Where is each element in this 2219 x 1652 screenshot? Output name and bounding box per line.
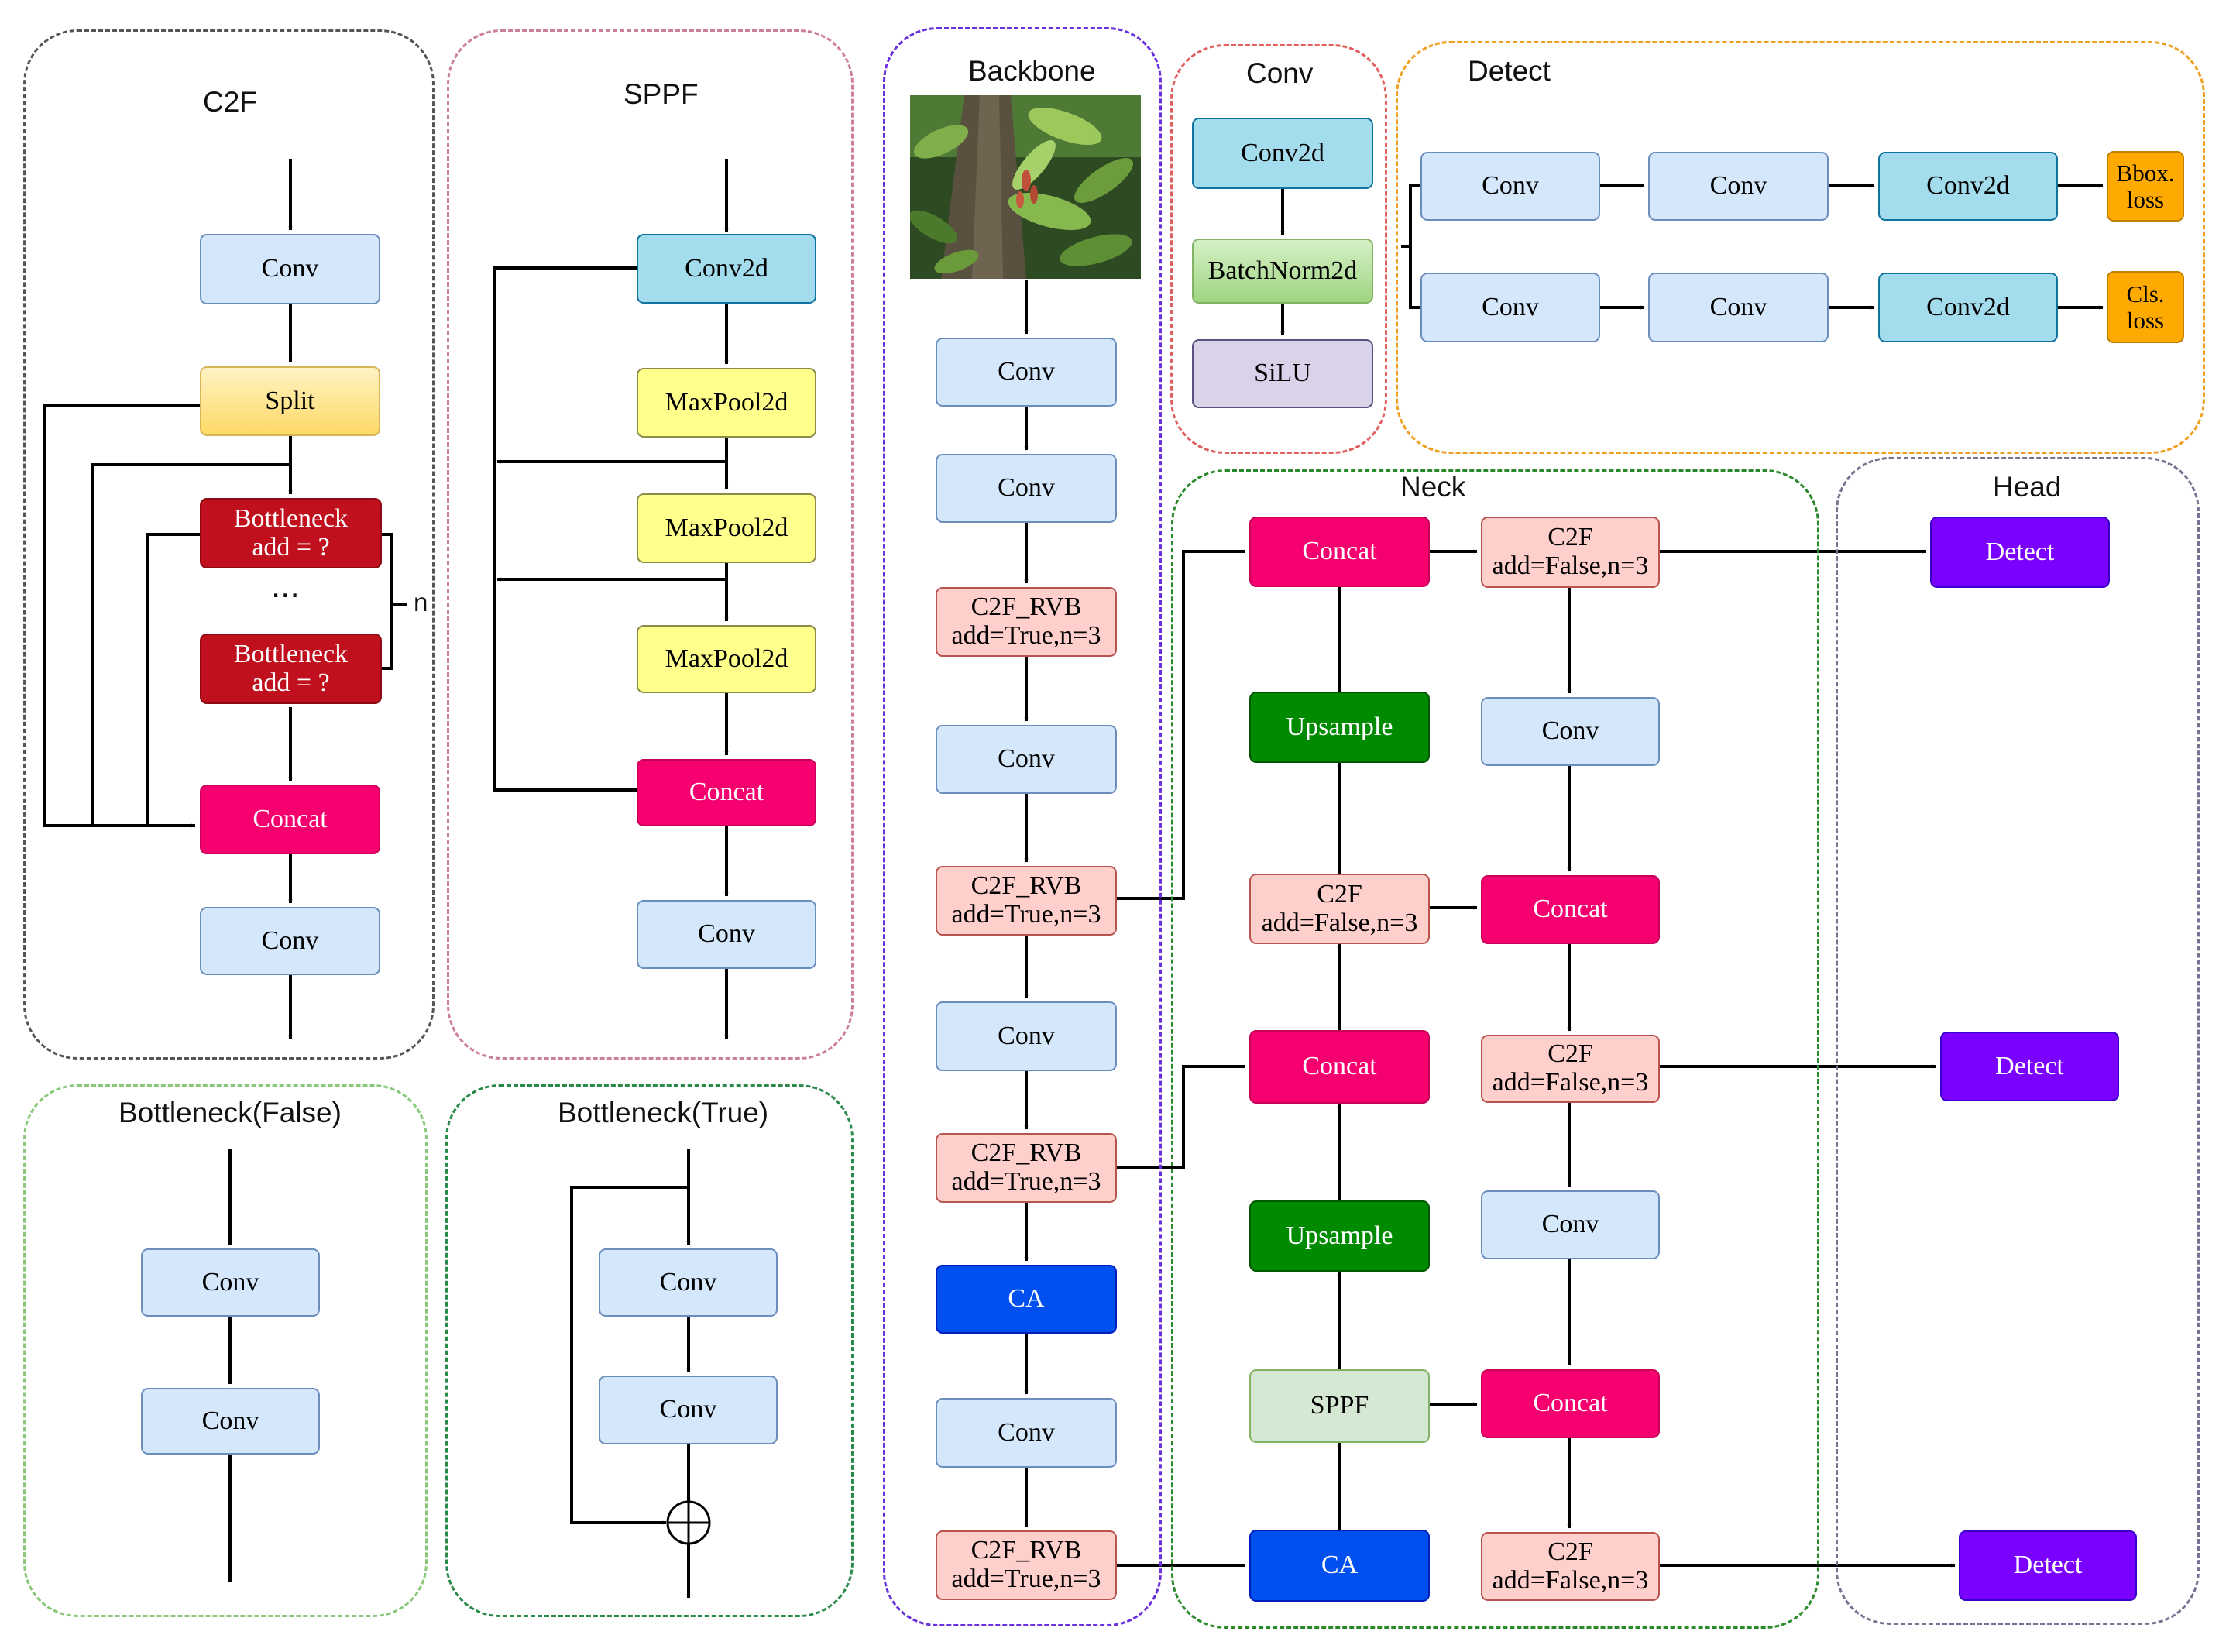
backbone-conv-1: Conv — [936, 338, 1117, 407]
head-title: Head — [1993, 471, 2062, 503]
backbone-conv-4: Conv — [936, 1001, 1117, 1071]
backbone-c2f-rvb-1: C2F_RVB add=True,n=3 — [936, 587, 1117, 657]
detect-group — [1396, 41, 2205, 454]
connector-lines — [43, 159, 2104, 1599]
bottleneck-true-title: Bottleneck(True) — [558, 1097, 769, 1128]
backbone-ca: CA — [936, 1265, 1117, 1334]
c2f-bottleneck-1: Bottleneck add = ? — [200, 498, 382, 568]
neck-title: Neck — [1400, 471, 1466, 503]
conv-group — [1170, 44, 1387, 454]
conv-block-silu: SiLU — [1192, 339, 1373, 408]
detect-row1-conv2d: Conv2d — [1878, 152, 2058, 221]
detect-row2-conv-2: Conv — [1648, 273, 1829, 342]
neck-group — [1171, 469, 1819, 1629]
c2f-conv-out: Conv — [200, 907, 380, 975]
bottleneck-false-conv-1: Conv — [141, 1248, 320, 1317]
conv-block-batchnorm: BatchNorm2d — [1192, 239, 1373, 304]
neck-c2f-r2: C2F add=False,n=3 — [1481, 1035, 1660, 1103]
neck-ca: CA — [1249, 1530, 1430, 1602]
sppf-maxpool-3: MaxPool2d — [637, 625, 816, 693]
bottleneck-true-conv-2: Conv — [599, 1376, 778, 1444]
neck-c2f-1: C2F add=False,n=3 — [1249, 874, 1430, 944]
neck-c2f-r3: C2F add=False,n=3 — [1481, 1532, 1660, 1601]
detect-row2-conv-1: Conv — [1420, 273, 1600, 342]
sppf-maxpool-1: MaxPool2d — [637, 368, 816, 438]
sppf-conv2d: Conv2d — [637, 234, 816, 304]
neck-conv-r2: Conv — [1481, 1190, 1660, 1259]
backbone-conv-2: Conv — [936, 454, 1117, 523]
detect-row2-conv2d: Conv2d — [1878, 273, 2058, 342]
neck-upsample-2: Upsample — [1249, 1200, 1430, 1272]
c2f-repeat-label: n — [414, 588, 428, 616]
c2f-bottleneck-2: Bottleneck add = ? — [200, 634, 382, 704]
backbone-conv-5: Conv — [936, 1398, 1117, 1468]
neck-concat-r2: Concat — [1481, 1369, 1660, 1438]
backbone-c2f-rvb-4: C2F_RVB add=True,n=3 — [936, 1530, 1117, 1600]
conv-title: Conv — [1246, 57, 1314, 89]
c2f-title: C2F — [203, 86, 257, 118]
neck-conv-r1: Conv — [1481, 697, 1660, 766]
conv-block-conv2d: Conv2d — [1192, 118, 1373, 189]
add-symbol — [666, 1500, 711, 1545]
bottleneck-false-group — [23, 1084, 428, 1617]
backbone-group — [883, 27, 1162, 1626]
c2f-ellipsis: ... — [271, 567, 300, 605]
neck-sppf: SPPF — [1249, 1369, 1430, 1443]
backbone-c2f-rvb-3: C2F_RVB add=True,n=3 — [936, 1133, 1117, 1203]
neck-upsample-1: Upsample — [1249, 692, 1430, 763]
neck-concat-r1: Concat — [1481, 875, 1660, 944]
neck-concat-2: Concat — [1249, 1030, 1430, 1104]
backbone-title: Backbone — [968, 55, 1096, 87]
detect-row1-conv-2: Conv — [1648, 152, 1829, 221]
input-image — [910, 95, 1141, 279]
detect-bbox-loss: Bbox. loss — [2107, 151, 2184, 222]
sppf-concat: Concat — [637, 759, 816, 826]
head-detect-3: Detect — [1959, 1530, 2137, 1601]
c2f-group — [23, 29, 435, 1060]
sppf-maxpool-2: MaxPool2d — [637, 493, 816, 563]
bottleneck-false-title: Bottleneck(False) — [119, 1097, 342, 1128]
c2f-conv-in: Conv — [200, 234, 380, 304]
head-detect-2: Detect — [1940, 1032, 2119, 1101]
head-detect-1: Detect — [1930, 517, 2110, 588]
head-group — [1836, 457, 2200, 1625]
c2f-split: Split — [200, 366, 380, 436]
c2f-concat: Concat — [200, 785, 380, 854]
bottleneck-true-group — [445, 1084, 854, 1617]
bottleneck-true-conv-1: Conv — [599, 1248, 778, 1317]
neck-concat-1: Concat — [1249, 517, 1430, 587]
backbone-c2f-rvb-2: C2F_RVB add=True,n=3 — [936, 866, 1117, 936]
detect-cls-loss: Cls. loss — [2107, 271, 2184, 343]
sppf-group — [447, 29, 854, 1060]
detect-title: Detect — [1468, 55, 1551, 87]
sppf-conv: Conv — [637, 900, 816, 969]
sppf-title: SPPF — [623, 78, 699, 110]
neck-c2f-r1: C2F add=False,n=3 — [1481, 517, 1660, 588]
bottleneck-false-conv-2: Conv — [141, 1388, 320, 1455]
detect-row1-conv-1: Conv — [1420, 152, 1600, 221]
backbone-conv-3: Conv — [936, 725, 1117, 794]
